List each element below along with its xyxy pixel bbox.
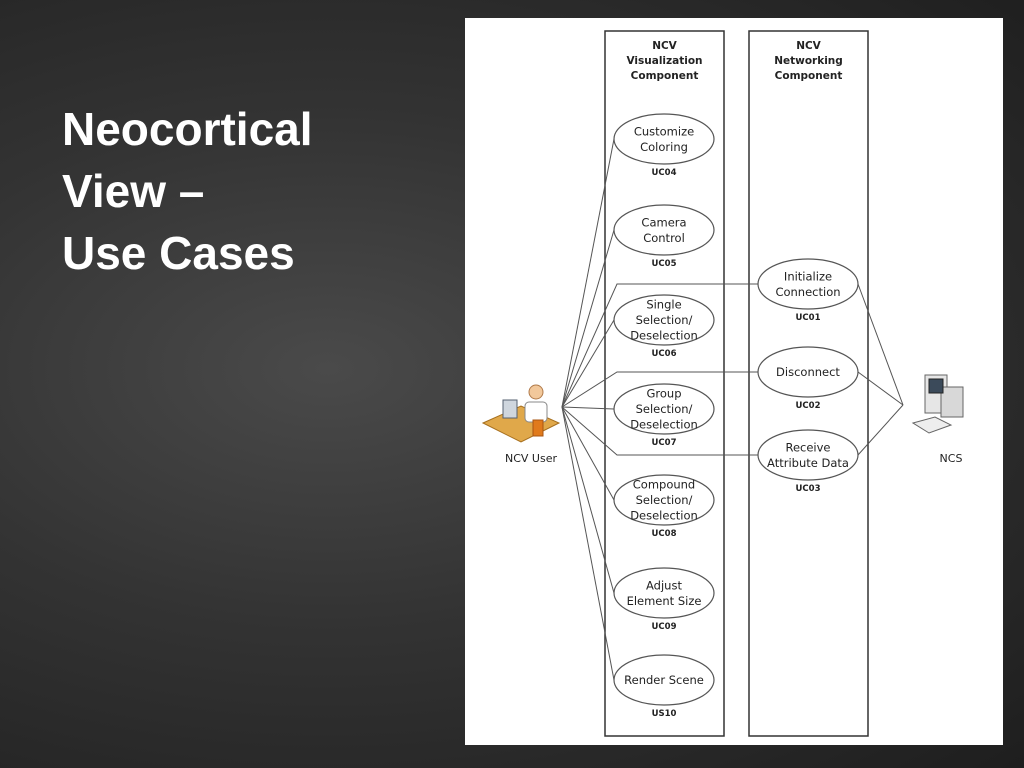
- use-case-label: Attribute Data: [767, 456, 849, 470]
- use-case-label: Receive: [785, 440, 830, 454]
- monitor-shape: [502, 399, 518, 419]
- use-case-label: Deselection: [630, 509, 698, 523]
- use-case-label: Camera: [641, 215, 686, 229]
- use-case-label: Deselection: [630, 329, 698, 343]
- use-case-label: Disconnect: [776, 365, 840, 379]
- use-case-label: Single: [646, 298, 681, 312]
- association-line: [561, 406, 615, 681]
- desk-shape: [481, 405, 561, 443]
- use-case-ellipse: [613, 294, 715, 346]
- use-case-ellipse: [613, 113, 715, 165]
- computer-screen-shape: [928, 378, 944, 394]
- use-case-label: Initialize: [784, 269, 832, 283]
- system-title-line: NCV: [796, 40, 821, 52]
- use-case-code: UC01: [796, 313, 821, 323]
- system-title-line: Networking: [774, 55, 843, 67]
- slide-title-line-1: Neocortical: [62, 103, 313, 155]
- association-line: [561, 406, 615, 410]
- use-case-label: Selection/: [636, 493, 693, 507]
- keyboard-shape: [911, 416, 953, 434]
- use-case-ellipse: [613, 204, 715, 256]
- use-case-label: Selection/: [636, 313, 693, 327]
- use-case-label: Coloring: [640, 140, 688, 154]
- use-case-label: Selection/: [636, 402, 693, 416]
- use-case-label: Adjust: [646, 578, 682, 592]
- system-title-line: Component: [775, 70, 843, 82]
- slide-title-line-2: View –: [62, 165, 205, 217]
- use-case-code: UC07: [652, 438, 677, 448]
- association-line: [561, 319, 615, 408]
- association-line: [561, 406, 758, 456]
- use-case-code: UC03: [796, 484, 821, 494]
- system-title-line: Component: [631, 70, 699, 82]
- use-case-code: UC02: [796, 401, 821, 411]
- system-title-line: NCV: [652, 40, 677, 52]
- use-case-code: UC06: [652, 349, 677, 359]
- actor-label-ncs: NCS: [940, 452, 963, 465]
- use-case-code: UC09: [652, 622, 677, 632]
- computer-case-shape: [940, 386, 964, 418]
- use-case-label: Render Scene: [624, 673, 704, 687]
- association-line: [561, 138, 615, 408]
- system-title-line: Visualization: [626, 55, 702, 67]
- association-line: [857, 283, 904, 406]
- slide-title: Neocortical View – Use Cases: [62, 98, 313, 284]
- use-case-ellipse: [613, 383, 715, 435]
- association-line: [561, 406, 615, 594]
- association-line: [857, 371, 904, 406]
- use-case-label: Group: [646, 387, 681, 401]
- use-case-ellipse: [613, 567, 715, 619]
- system-boundary-2: [748, 30, 869, 737]
- association-line: [561, 229, 615, 408]
- use-case-label: Element Size: [627, 594, 702, 608]
- use-case-ellipse: [757, 258, 859, 310]
- slide-title-line-3: Use Cases: [62, 227, 295, 279]
- actor-label-ncv-user: NCV User: [505, 452, 557, 465]
- association-line: [857, 404, 904, 456]
- use-case-code: UC05: [652, 259, 677, 269]
- association-line: [561, 371, 758, 408]
- association-line: [561, 283, 758, 408]
- use-case-label: Deselection: [630, 418, 698, 432]
- use-case-label: Connection: [775, 285, 840, 299]
- use-case-label: Customize: [634, 124, 694, 138]
- use-case-label: Control: [643, 231, 685, 245]
- use-case-label: Compound: [633, 478, 695, 492]
- association-line: [561, 406, 615, 501]
- use-case-ellipse: [757, 346, 859, 398]
- use-case-code: US10: [652, 709, 677, 719]
- person-head-shape: [528, 384, 544, 400]
- use-case-ellipse: [613, 654, 715, 706]
- use-case-code: UC04: [652, 168, 677, 178]
- system-boundary-1: [604, 30, 725, 737]
- use-case-code: UC08: [652, 529, 677, 539]
- person-body-shape: [524, 401, 548, 423]
- use-case-ellipse: [613, 474, 715, 526]
- use-case-ellipse: [757, 429, 859, 481]
- chair-shape: [532, 419, 544, 437]
